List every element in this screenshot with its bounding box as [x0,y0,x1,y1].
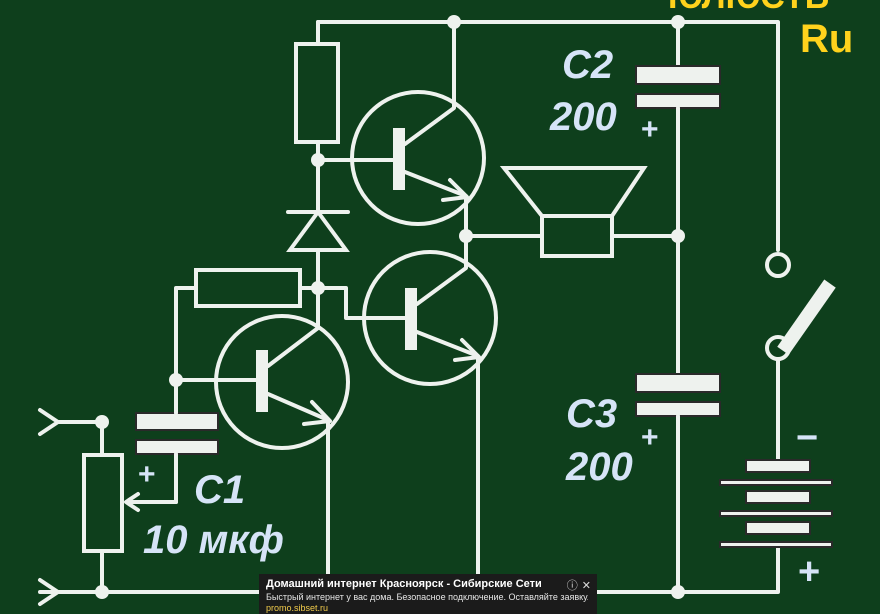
junction-input [95,415,109,429]
switch-contact-top [765,252,791,278]
junction-speaker-return [671,229,685,243]
battery-cell-2 [745,490,811,504]
t2-emitter-arrow [441,178,469,202]
c3-plate-top [635,373,721,393]
battery-minus-sign: − [796,417,818,459]
info-icon[interactable]: ⓘ [566,580,578,592]
transistor-t1 [214,314,350,450]
junction-ground-pot [95,585,109,599]
c3-plus-sign: + [641,421,659,454]
brand-partial: ЮЛЮСТЬ [668,0,829,16]
t2-emitter [403,170,468,238]
battery-plus-sign: + [798,551,820,593]
ad-description[interactable]: Быстрый интернет у вас дома. Безопасное … [266,592,588,602]
junction-t3-base [311,281,325,295]
t2-base-bar [393,128,405,190]
speaker-cone [499,166,648,218]
t1-emitter-arrow [302,400,332,426]
junction-ground-c3 [671,585,685,599]
c2-value-label: 200 [549,95,617,139]
c2-plus-sign: + [641,113,659,146]
c1-name-label: C1 [194,468,245,512]
t3-base-lead [316,286,407,320]
junction-top-left [447,15,461,29]
close-icon[interactable]: ✕ [581,580,591,592]
collector-resistor [294,42,340,144]
potentiometer [82,453,124,553]
c1-plate-bottom [135,439,219,455]
t1-collector [266,286,320,368]
c2-plate-top [635,65,721,85]
t2-collector [403,20,456,146]
c3-plate-bottom [635,401,721,417]
junction-c1 [169,373,183,387]
battery-plate-2 [719,510,833,517]
battery-plate-1 [719,479,833,486]
bias-resistor [194,268,302,308]
c2-name-label: C2 [562,43,613,87]
c1-plus-sign: + [138,458,156,491]
t1-base-bar [256,350,268,412]
c1-plate-top [135,412,219,431]
input-jack-bottom [38,578,60,606]
speaker-magnet [540,214,614,258]
input-wire [56,420,104,457]
c2-plate-bottom [635,93,721,109]
t3-emitter-arrow [453,338,481,362]
bias-wire [174,286,198,382]
battery-cell-3 [745,521,811,535]
junction-speaker [459,229,473,243]
t3-collector [415,234,468,306]
battery-cell-1 [745,459,811,473]
brand-suffix: Ru [800,17,853,61]
switch-lever [777,279,836,355]
diode [286,208,350,252]
ad-url[interactable]: promo.sibset.ru [266,603,329,613]
input-jack-top [38,408,60,436]
c3-value-label: 200 [565,445,633,489]
junction-t2-base [311,153,325,167]
potentiometer-wiper-arrow [124,492,140,512]
c1-lead-top [174,378,220,415]
ad-banner[interactable]: Домашний интернет Красноярск - Сибирские… [259,574,597,614]
ad-title[interactable]: Домашний интернет Красноярск - Сибирские… [266,578,542,590]
ad-controls: ⓘ✕ [563,577,591,593]
junction-top-c2 [671,15,685,29]
top-rail [316,20,780,252]
c3-name-label: C3 [566,392,617,436]
t3-base-bar [405,288,417,350]
battery-plate-3 [719,541,833,548]
c1-value-label: 10 мкф [143,518,284,562]
